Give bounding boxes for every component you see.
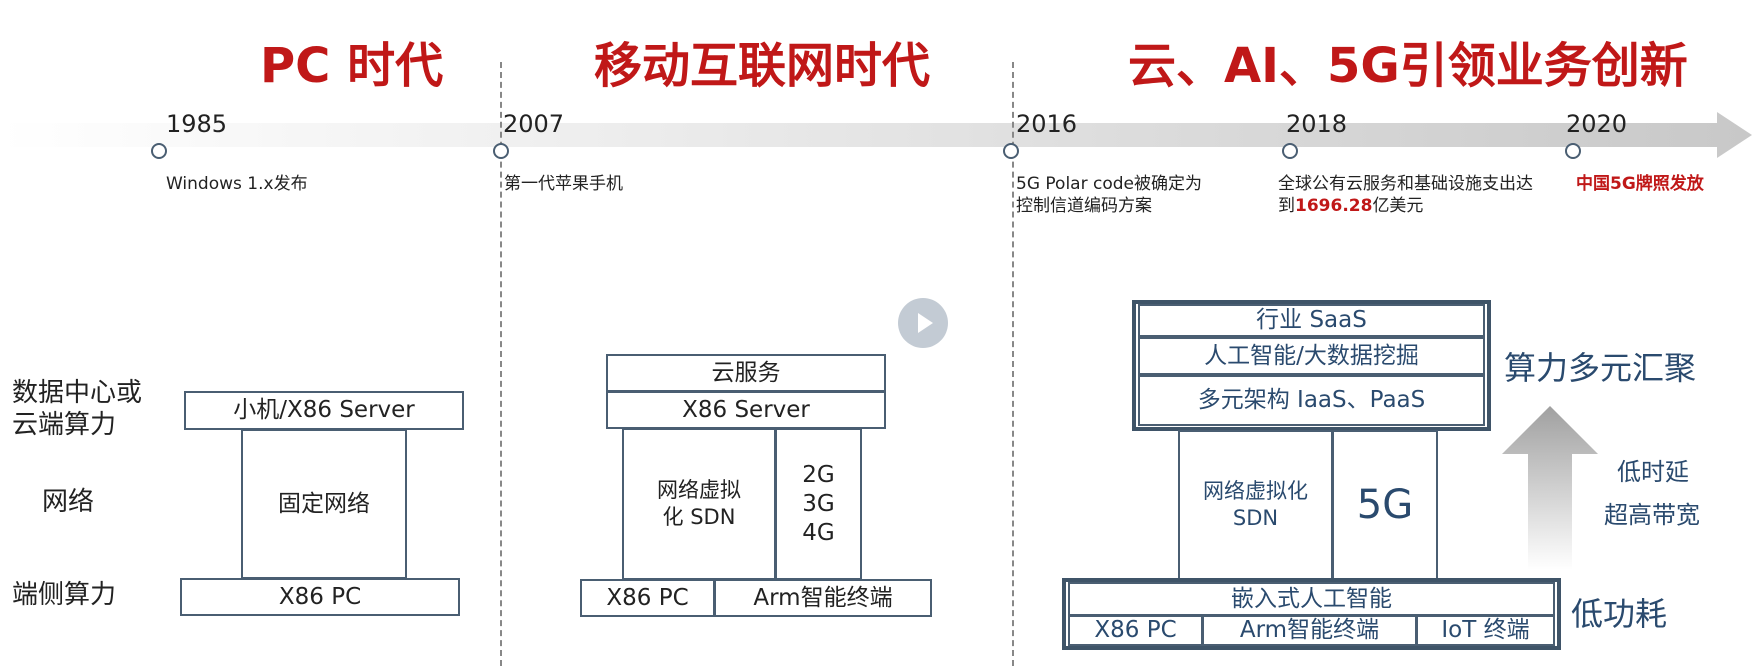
mobile-netvirt-box: 网络虚拟化 SDN [622, 428, 776, 580]
mobile-client-arm-box: Arm智能终端 [714, 579, 932, 617]
year-2018: 2018 [1286, 110, 1348, 138]
pc-server-box: 小机/X86 Server [184, 391, 464, 430]
era-separator-2 [1012, 62, 1014, 666]
pc-network-box: 固定网络 [241, 429, 407, 579]
cloud-client-pc-box: X86 PC [1068, 615, 1203, 646]
timeline-marker-2020 [1565, 143, 1581, 159]
note-1985: Windows 1.x发布 [166, 174, 308, 194]
year-2020: 2020 [1566, 110, 1628, 138]
label-compute-convergence: 算力多元汇聚 [1504, 349, 1697, 387]
note-2018-text-pre: 全球公有云服务和基础设施支出达到 [1278, 174, 1533, 216]
cloud-ai-box: 人工智能/大数据挖掘 [1138, 337, 1485, 375]
label-low-power: 低功耗 [1571, 595, 1668, 633]
mobile-client-pc-box: X86 PC [580, 579, 715, 617]
era-title-pc: PC 时代 [260, 38, 444, 94]
note-2018-value: 1696.28 [1295, 196, 1373, 216]
mobile-cloud-box: 云服务 [606, 354, 886, 392]
timeline-arrow [0, 112, 1752, 158]
year-2007: 2007 [503, 110, 565, 138]
year-2016: 2016 [1016, 110, 1078, 138]
year-1985: 1985 [166, 110, 228, 138]
cloud-bottom-frame [1062, 578, 1561, 650]
timeline-marker-1985 [151, 143, 167, 159]
era-separator-1 [500, 62, 502, 666]
era-title-mobile: 移动互联网时代 [594, 38, 931, 94]
cloud-client-iot-box: IoT 终端 [1416, 615, 1555, 646]
cloud-iaas-box: 多元架构 IaaS、PaaS [1138, 375, 1485, 426]
up-arrow-icon [1502, 406, 1598, 570]
note-2007: 第一代苹果手机 [504, 174, 623, 194]
pc-client-box: X86 PC [180, 578, 460, 616]
note-2016: 5G Polar code被确定为控制信道编码方案 [1016, 174, 1202, 216]
timeline-marker-2018 [1282, 143, 1298, 159]
cellular-2g: 2G [802, 461, 835, 488]
play-button[interactable] [898, 298, 948, 348]
cellular-4g: 4G [802, 519, 835, 546]
cloud-embedded-ai-box: 嵌入式人工智能 [1068, 582, 1555, 616]
mobile-server-box: X86 Server [606, 391, 886, 429]
cloud-netvirt-box: 网络虚拟化 SDN [1178, 430, 1333, 580]
timeline-marker-2007 [493, 143, 509, 159]
cellular-3g: 3G [802, 490, 835, 517]
timeline-marker-2016 [1003, 143, 1019, 159]
row-label-datacenter: 数据中心或云端算力 [12, 378, 143, 440]
era-title-cloud: 云、AI、5G引领业务创新 [1128, 38, 1688, 94]
mobile-cellular-box: 2G 3G 4G [775, 428, 862, 580]
note-2018-text-post: 亿美元 [1372, 196, 1424, 216]
label-low-latency: 低时延 [1617, 458, 1689, 486]
cloud-top-frame [1132, 300, 1491, 431]
label-high-bandwidth: 超高带宽 [1604, 501, 1700, 529]
row-label-edge: 端侧算力 [12, 580, 117, 610]
row-label-network: 网络 [42, 487, 95, 517]
cloud-client-arm-box: Arm智能终端 [1202, 615, 1417, 646]
play-icon [918, 313, 933, 333]
note-2018: 全球公有云服务和基础设施支出达到1696.28亿美元 [1278, 173, 1540, 217]
cloud-5g-box: 5G [1332, 430, 1438, 580]
note-2020: 中国5G牌照发放 [1576, 174, 1704, 194]
cloud-saas-box: 行业 SaaS [1138, 304, 1485, 337]
